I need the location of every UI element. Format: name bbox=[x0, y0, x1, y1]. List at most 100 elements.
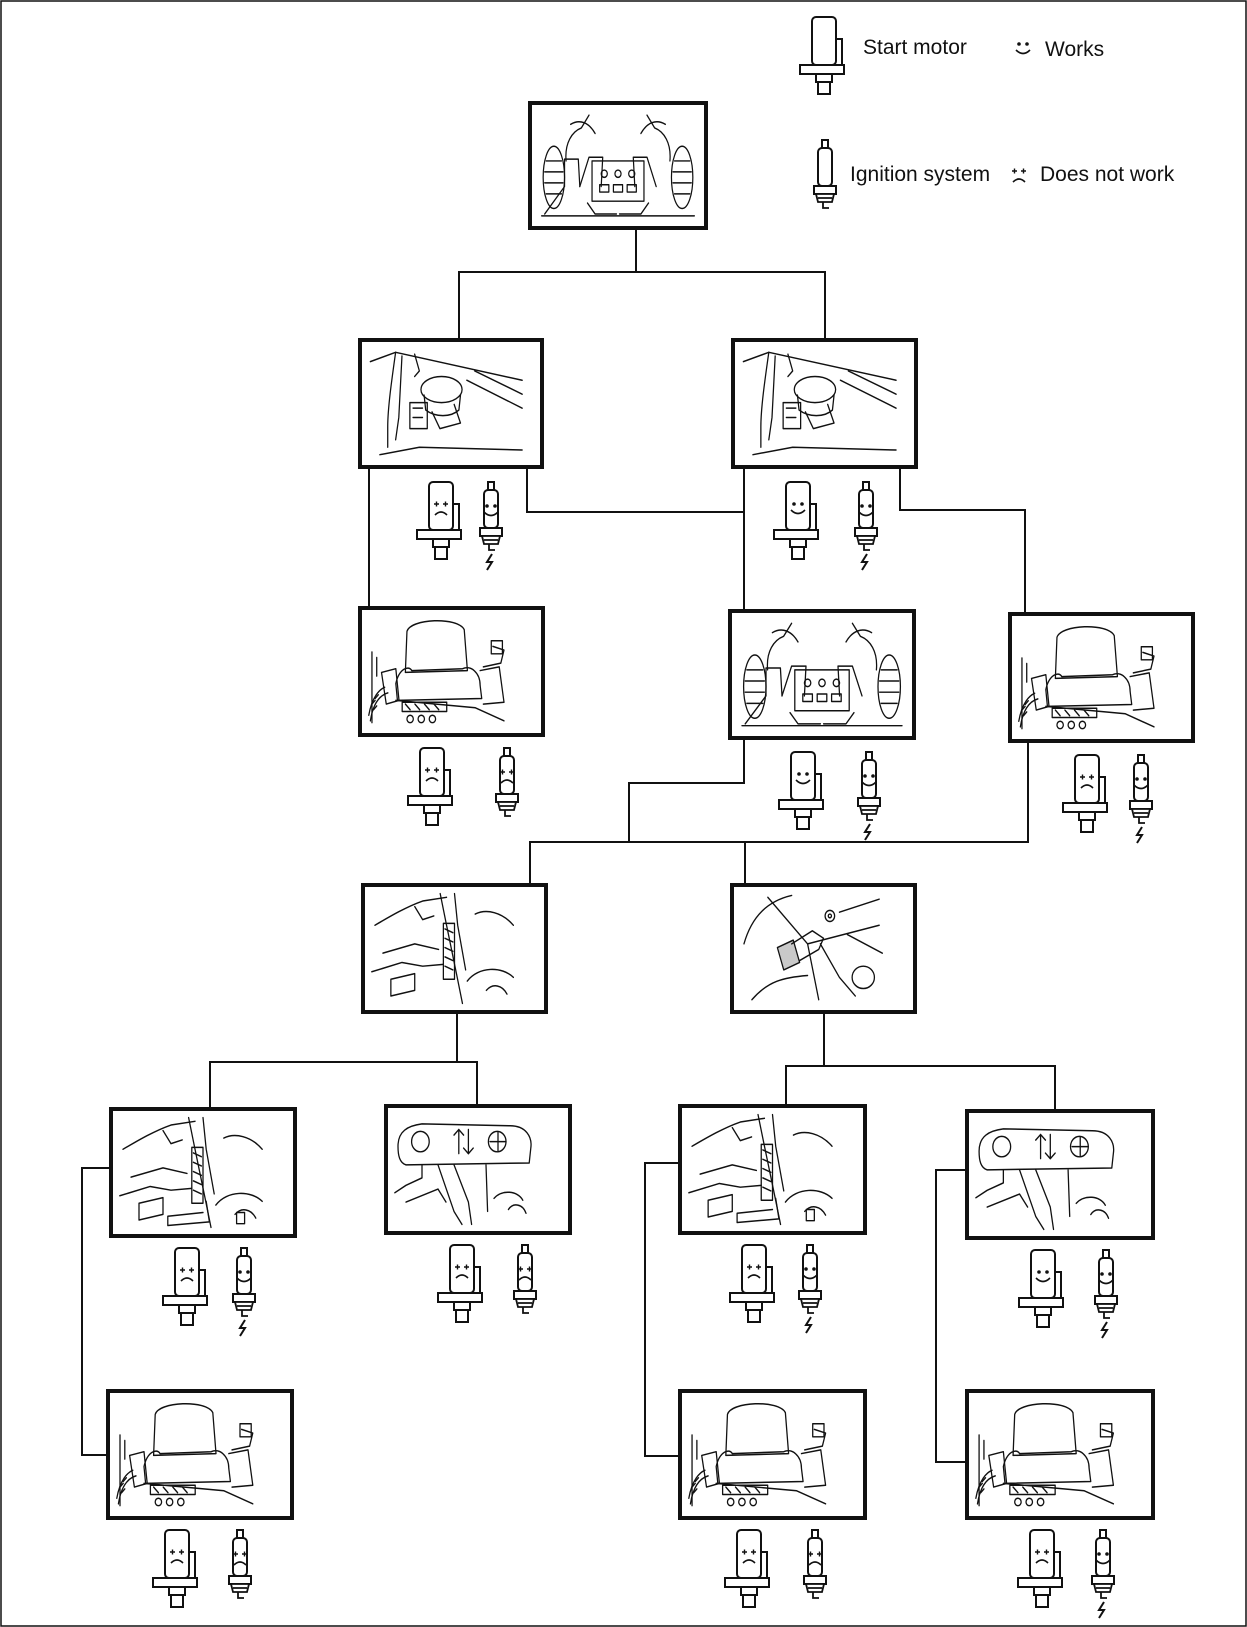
legend-ignition-label: Ignition system bbox=[850, 163, 991, 186]
smile-mouth bbox=[802, 1274, 818, 1280]
cross-eye bbox=[742, 1549, 747, 1555]
connector-line-7 bbox=[628, 738, 745, 842]
cross-eye bbox=[434, 501, 439, 507]
cross-eye bbox=[455, 1264, 460, 1270]
start-motor-icon bbox=[1018, 1249, 1064, 1328]
eye-dot bbox=[1017, 42, 1021, 46]
smile-mouth bbox=[795, 779, 811, 785]
key-switch-illustration bbox=[369, 351, 523, 456]
smile-mouth bbox=[858, 511, 874, 517]
spark-bolt-icon bbox=[804, 1316, 813, 1334]
spark-plug-icon bbox=[857, 751, 881, 841]
frown-mouth bbox=[1035, 1559, 1049, 1564]
spark-plug-icon bbox=[798, 1244, 822, 1334]
start-motor-icon bbox=[724, 1529, 770, 1608]
start-motor-icon bbox=[152, 1529, 198, 1608]
frown-mouth bbox=[808, 1561, 822, 1566]
park-switch-illustration bbox=[975, 1128, 1115, 1231]
step-l-b bbox=[384, 1104, 572, 1323]
cross-eye bbox=[1012, 168, 1017, 174]
step-seat-la bbox=[106, 1389, 294, 1608]
legend-not-work-label: Does not work bbox=[1040, 163, 1175, 186]
frown-mouth bbox=[1080, 784, 1094, 789]
cross-eye bbox=[500, 769, 505, 775]
eye-dot bbox=[1135, 777, 1139, 781]
cross-eye bbox=[1089, 774, 1094, 780]
step-op-2 bbox=[728, 609, 916, 841]
eye-dot bbox=[493, 504, 497, 508]
start-motor-icon bbox=[1017, 1529, 1063, 1608]
eye-dot bbox=[792, 502, 796, 506]
spark-plug-icon bbox=[854, 481, 878, 571]
eye-dot bbox=[871, 774, 875, 778]
spark-plug-icon bbox=[1094, 1249, 1118, 1339]
cross-eye bbox=[180, 1267, 185, 1273]
spark-bolt-icon bbox=[238, 1319, 247, 1337]
eye-dot bbox=[1100, 1272, 1104, 1276]
start-motor-icon bbox=[773, 481, 819, 560]
eye-dot bbox=[1143, 777, 1147, 781]
frown-mouth bbox=[500, 779, 514, 784]
cross-eye bbox=[179, 1549, 184, 1555]
flow-steps bbox=[106, 101, 1195, 1619]
frown-mouth bbox=[233, 1561, 247, 1566]
step-key-a bbox=[358, 338, 544, 571]
smile-mouth bbox=[483, 511, 499, 517]
cross-eye bbox=[434, 767, 439, 773]
cross-eye bbox=[242, 1551, 247, 1557]
seat-view-illustration bbox=[1018, 625, 1155, 730]
eye-dot bbox=[485, 504, 489, 508]
eye-dot bbox=[812, 1267, 816, 1271]
step-frame bbox=[965, 1109, 1155, 1240]
connector-line-15 bbox=[644, 1162, 680, 1457]
cross-eye bbox=[751, 1549, 756, 1555]
cross-eye bbox=[464, 1264, 469, 1270]
start-motor-icon bbox=[162, 1247, 208, 1326]
connector-line-10 bbox=[209, 1012, 458, 1109]
eye-dot bbox=[1025, 42, 1029, 46]
step-seat-rb bbox=[965, 1389, 1155, 1619]
smile-mouth bbox=[236, 1277, 252, 1283]
spark-bolt-icon bbox=[1097, 1601, 1106, 1619]
eye-dot bbox=[805, 772, 809, 776]
frown-mouth bbox=[170, 1559, 184, 1564]
step-pedal bbox=[730, 883, 917, 1014]
start-motor-icon bbox=[729, 1244, 775, 1323]
legend bbox=[799, 16, 1031, 209]
connector-line-12 bbox=[785, 1012, 825, 1106]
cross-eye bbox=[189, 1267, 194, 1273]
step-r-a bbox=[678, 1104, 867, 1334]
smile-mouth bbox=[1015, 49, 1031, 55]
connector-line-14 bbox=[81, 1167, 111, 1456]
start-motor-icon bbox=[416, 481, 462, 560]
eye-dot bbox=[1037, 1270, 1041, 1274]
seat-view-illustration bbox=[975, 1402, 1115, 1507]
frown-mouth bbox=[180, 1277, 194, 1282]
frown-mouth bbox=[518, 1276, 532, 1281]
eye-dot bbox=[868, 504, 872, 508]
spark-plug-icon bbox=[803, 1529, 827, 1599]
seat-view-illustration bbox=[368, 619, 505, 724]
frown-mouth bbox=[742, 1559, 756, 1564]
spark-bolt-icon bbox=[485, 553, 494, 571]
connector-line-1 bbox=[458, 228, 637, 340]
spark-plug-icon bbox=[495, 747, 519, 817]
eye-dot bbox=[238, 1270, 242, 1274]
not-work-face-icon bbox=[1012, 168, 1026, 183]
eye-dot bbox=[797, 772, 801, 776]
cross-eye bbox=[443, 501, 448, 507]
cross-eye bbox=[817, 1551, 822, 1557]
levers-lock-illustration bbox=[119, 1116, 263, 1229]
eye-dot bbox=[860, 504, 864, 508]
step-frame bbox=[678, 1389, 867, 1520]
step-seat-ra bbox=[678, 1389, 867, 1608]
step-r-b bbox=[965, 1109, 1155, 1339]
works-face-icon bbox=[1015, 42, 1031, 55]
eye-dot bbox=[246, 1270, 250, 1274]
eye-dot bbox=[863, 774, 867, 778]
cross-eye bbox=[170, 1549, 175, 1555]
step-l-a bbox=[109, 1107, 297, 1337]
start-motor-icon bbox=[437, 1244, 483, 1323]
connector-line-11 bbox=[457, 1061, 478, 1106]
frown-mouth bbox=[747, 1274, 761, 1279]
